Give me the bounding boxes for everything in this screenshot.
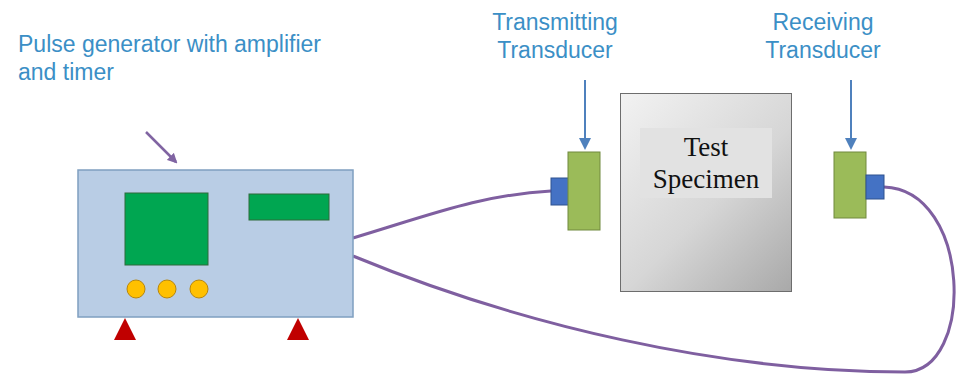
callout-label: Transmitting Transducer — [470, 8, 640, 64]
cable — [353, 191, 551, 238]
pulse-generator — [78, 170, 353, 340]
callout-label: Pulse generator with amplifier and timer — [18, 30, 363, 86]
callout-label: Receiving Transducer — [738, 8, 908, 64]
leader-arrow — [584, 80, 586, 148]
leader-arrow — [146, 132, 176, 162]
transmitting-transducer — [551, 152, 600, 230]
specimen-label: Test Specimen — [640, 128, 772, 198]
specimen-block: Test Specimen — [620, 93, 792, 292]
leader-arrow — [850, 80, 852, 148]
receiving-transducer — [834, 152, 884, 218]
